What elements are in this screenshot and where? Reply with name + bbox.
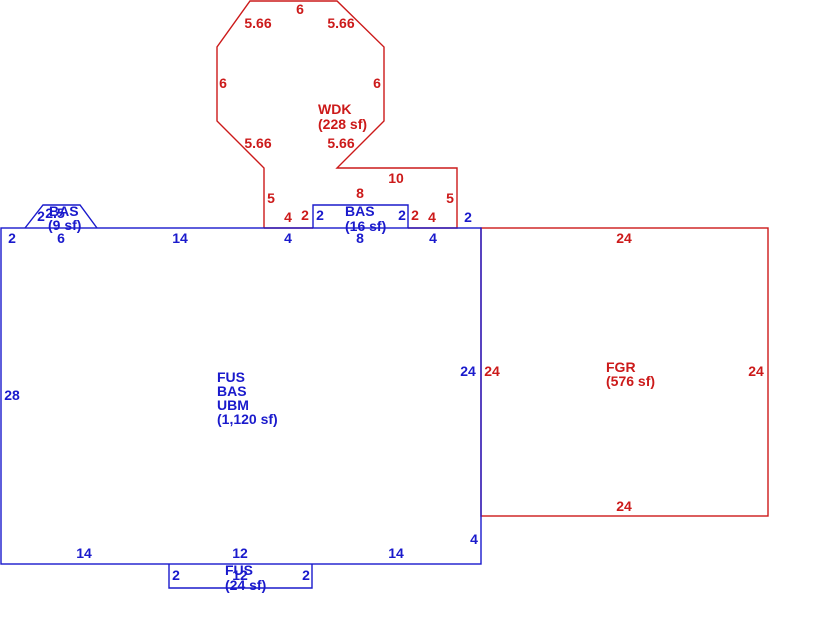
main-dim-right: 24 [460,363,476,379]
deck-dim-left: 6 [219,75,227,91]
bay-top-area: (16 sf) [345,218,386,234]
deck-dim-diag-bl: 5.66 [244,135,271,151]
deck-dim-step: 10 [388,170,404,186]
main-dim-top-14: 14 [172,230,188,246]
deck-dim-right-5: 5 [446,190,454,206]
deck-dim-right-4: 4 [428,209,436,225]
main-area: (1,120 sf) [217,411,278,427]
top-bay-outline [312,204,409,228]
main-house-outline [0,227,482,565]
garage-code: FGR [606,359,636,375]
main-dim-bottom-14a: 14 [76,545,92,561]
deck-dim-right: 6 [373,75,381,91]
bay-top-dim-left: 2 [316,207,324,223]
bay-top-code: BAS [345,203,375,219]
bottom-bay-outline [168,564,313,589]
bay-top-dim-right: 2 [398,207,406,223]
bay-bottom-dim-left: 2 [172,567,180,583]
main-dim-top-4a: 4 [284,230,292,246]
garage-dim-top: 24 [616,230,632,246]
garage-dim-left: 24 [484,363,500,379]
garage-dim-bottom: 24 [616,498,632,514]
deck-dim-right-2: 2 [411,207,419,223]
deck-dim-left-5: 5 [267,190,275,206]
main-dim-top-right-2: 2 [464,209,472,225]
main-dim-right-bottom-4: 4 [470,531,478,547]
deck-area: (228 sf) [318,116,367,132]
bay-bottom-area: (24 sf) [225,577,266,593]
deck-dim-left-2: 2 [301,207,309,223]
bay-left-area: (9 sf) [48,217,81,233]
deck-code: WDK [318,101,351,117]
main-dim-bottom-14b: 14 [388,545,404,561]
bay-left-dim-a: 2 [37,208,45,224]
bay-left-dim-b: 2.5 [45,205,65,221]
garage-area: (576 sf) [606,373,655,389]
main-code-3: UBM [217,397,249,413]
garage-dim-right: 24 [748,363,764,379]
main-code-1: FUS [217,369,245,385]
main-dim-top-8: 8 [356,230,364,246]
deck-dim-top: 6 [296,1,304,17]
deck-dim-diag-tr: 5.66 [327,15,354,31]
bay-bottom-dim-right: 2 [302,567,310,583]
bay-bottom-dim-middle: 12 [232,567,248,583]
main-dim-top-left-2: 2 [8,230,16,246]
main-dim-left: 28 [4,387,20,403]
left-bay-outline [24,204,98,229]
main-dim-bottom-12: 12 [232,545,248,561]
deck-dim-diag-br: 5.66 [327,135,354,151]
deck-dim-left-4: 4 [284,209,292,225]
bay-bottom-code: FUS [225,562,253,578]
main-dim-top-6: 6 [57,230,65,246]
bay-left-code: BAS [49,203,79,219]
main-dim-top-4b: 4 [429,230,437,246]
deck-dim-diag-tl: 5.66 [244,15,271,31]
bay-top-dim-top: 8 [356,185,364,201]
main-code-2: BAS [217,383,247,399]
